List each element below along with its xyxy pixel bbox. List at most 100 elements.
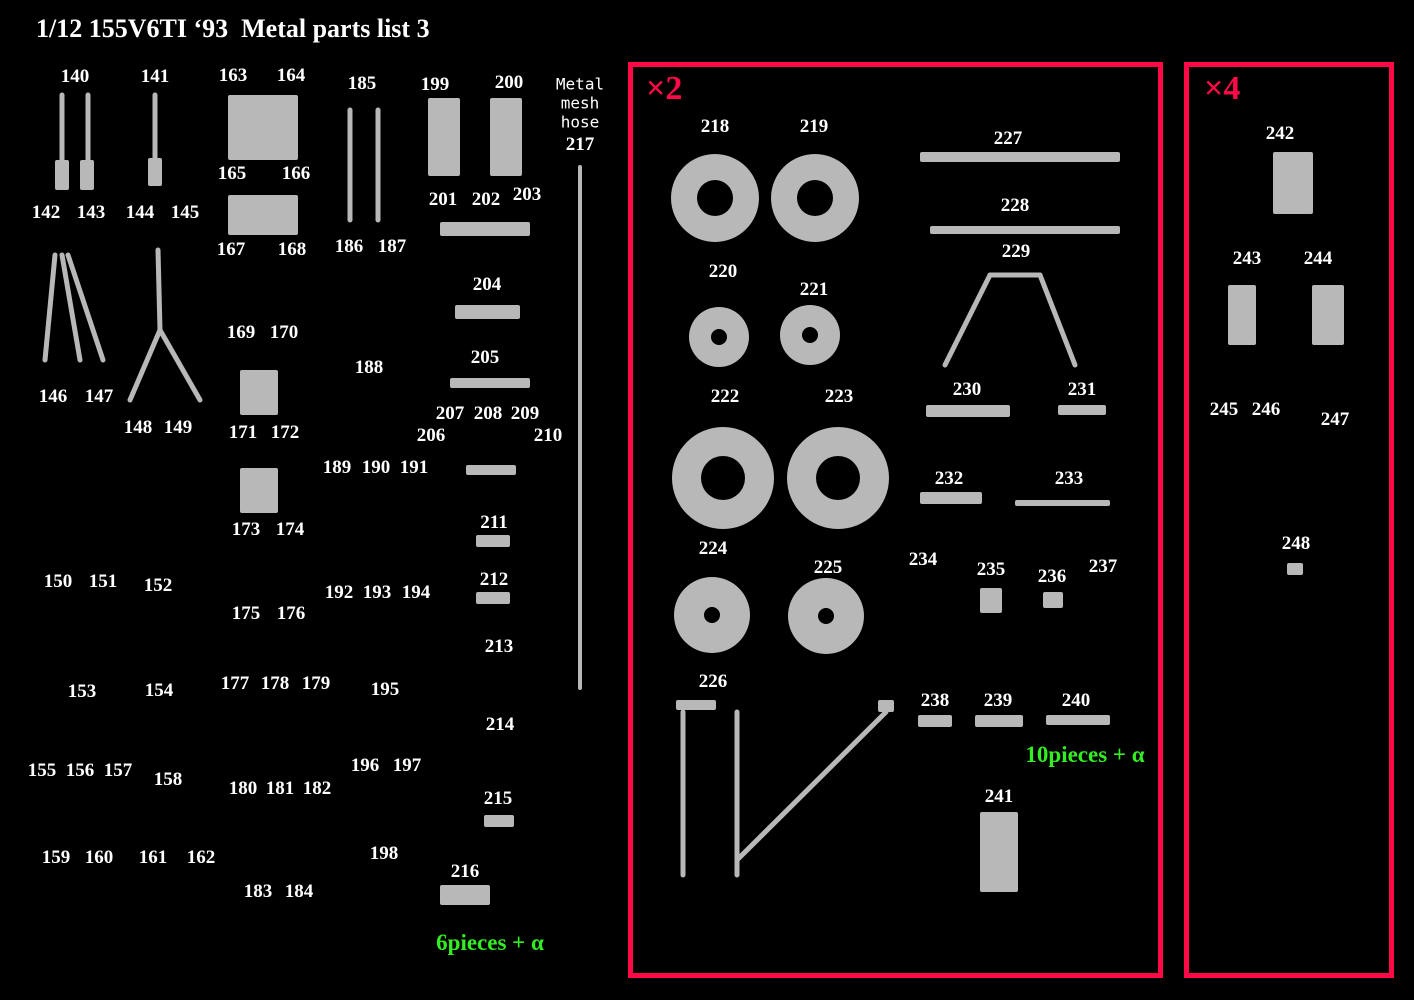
part-number-182: 182 bbox=[302, 778, 332, 799]
part-number-172: 172 bbox=[270, 422, 300, 443]
part-number-161: 161 bbox=[138, 847, 168, 868]
part-number-229: 229 bbox=[1001, 241, 1031, 262]
part-number-199: 199 bbox=[420, 74, 450, 95]
metal-part bbox=[975, 715, 1023, 727]
metal-part bbox=[918, 715, 952, 727]
metal-part bbox=[1228, 285, 1256, 345]
brake-disc-hole bbox=[802, 327, 818, 343]
part-number-142: 142 bbox=[31, 202, 61, 223]
part-number-171: 171 bbox=[228, 422, 258, 443]
group-x4-frame bbox=[1184, 62, 1394, 978]
metal-part bbox=[676, 700, 716, 710]
hose-label-line2: mesh bbox=[560, 93, 600, 113]
part-number-179: 179 bbox=[301, 673, 331, 694]
metal-part bbox=[228, 95, 298, 160]
part-number-240: 240 bbox=[1061, 690, 1091, 711]
part-number-149: 149 bbox=[163, 417, 193, 438]
part-number-197: 197 bbox=[392, 755, 422, 776]
part-number-233: 233 bbox=[1054, 468, 1084, 489]
part-number-246: 246 bbox=[1251, 399, 1281, 420]
metal-part bbox=[920, 492, 982, 504]
metal-part bbox=[484, 815, 514, 827]
part-number-216: 216 bbox=[450, 861, 480, 882]
part-number-238: 238 bbox=[920, 690, 950, 711]
part-number-163: 163 bbox=[218, 65, 248, 86]
part-number-181: 181 bbox=[265, 778, 295, 799]
brake-disc-hole bbox=[797, 180, 833, 216]
part-number-219: 219 bbox=[799, 116, 829, 137]
part-number-220: 220 bbox=[708, 261, 738, 282]
note-6pieces: 6pieces + α bbox=[436, 930, 544, 955]
part-number-222: 222 bbox=[710, 386, 740, 407]
rod-part bbox=[59, 252, 83, 363]
part-number-198: 198 bbox=[369, 843, 399, 864]
part-number-150: 150 bbox=[43, 571, 73, 592]
part-number-212: 212 bbox=[479, 569, 509, 590]
part-number-185: 185 bbox=[347, 73, 377, 94]
part-number-147: 147 bbox=[84, 386, 114, 407]
rod-part bbox=[42, 252, 58, 363]
part-number-146: 146 bbox=[38, 386, 68, 407]
part-number-205: 205 bbox=[470, 347, 500, 368]
metal-part bbox=[1273, 152, 1313, 214]
part-number-187: 187 bbox=[377, 236, 407, 257]
rod-part bbox=[734, 709, 889, 863]
metal-part bbox=[466, 465, 516, 475]
rod-part bbox=[1037, 272, 1078, 368]
part-number-151: 151 bbox=[88, 571, 118, 592]
metal-part bbox=[920, 152, 1120, 162]
part-number-193: 193 bbox=[362, 582, 392, 603]
metal-part bbox=[228, 195, 298, 235]
part-number-167: 167 bbox=[216, 239, 246, 260]
metal-part bbox=[578, 165, 582, 690]
part-number-148: 148 bbox=[123, 417, 153, 438]
hose-label-line1: Metal bbox=[555, 74, 605, 94]
part-number-152: 152 bbox=[143, 575, 173, 596]
part-number-227: 227 bbox=[993, 128, 1023, 149]
part-number-232: 232 bbox=[934, 468, 964, 489]
part-number-195: 195 bbox=[370, 679, 400, 700]
part-number-164: 164 bbox=[276, 65, 306, 86]
part-number-166: 166 bbox=[281, 163, 311, 184]
part-number-157: 157 bbox=[103, 760, 133, 781]
rod-part bbox=[155, 247, 163, 333]
part-number-196: 196 bbox=[350, 755, 380, 776]
part-number-192: 192 bbox=[324, 582, 354, 603]
brake-disc-hole bbox=[697, 180, 733, 216]
part-number-160: 160 bbox=[84, 847, 114, 868]
part-number-162: 162 bbox=[186, 847, 216, 868]
brake-disc-hole bbox=[704, 607, 720, 623]
part-number-158: 158 bbox=[153, 769, 183, 790]
part-number-178: 178 bbox=[260, 673, 290, 694]
part-number-165: 165 bbox=[217, 163, 247, 184]
part-number-175: 175 bbox=[231, 603, 261, 624]
metal-part bbox=[1312, 285, 1344, 345]
metal-part bbox=[1046, 715, 1110, 725]
metal-part bbox=[476, 535, 510, 547]
part-number-231: 231 bbox=[1067, 379, 1097, 400]
part-number-184: 184 bbox=[284, 881, 314, 902]
brake-disc-hole bbox=[701, 456, 745, 500]
part-number-206: 206 bbox=[416, 425, 446, 446]
part-number-177: 177 bbox=[220, 673, 250, 694]
part-number-191: 191 bbox=[399, 457, 429, 478]
metal-part bbox=[450, 378, 530, 388]
part-number-230: 230 bbox=[952, 379, 982, 400]
metal-part bbox=[455, 305, 520, 319]
part-number-244: 244 bbox=[1303, 248, 1333, 269]
part-number-215: 215 bbox=[483, 788, 513, 809]
part-number-221: 221 bbox=[799, 279, 829, 300]
brake-disc-hole bbox=[711, 329, 727, 345]
part-number-202: 202 bbox=[471, 189, 501, 210]
note-10pieces: 10pieces + α bbox=[1025, 742, 1145, 767]
metal-part bbox=[476, 592, 510, 604]
part-number-245: 245 bbox=[1209, 399, 1239, 420]
metal-part bbox=[930, 226, 1120, 234]
part-number-207: 207 bbox=[435, 403, 465, 424]
part-number-203: 203 bbox=[512, 184, 542, 205]
part-number-214: 214 bbox=[485, 714, 515, 735]
part-number-210: 210 bbox=[533, 425, 563, 446]
part-number-156: 156 bbox=[65, 760, 95, 781]
